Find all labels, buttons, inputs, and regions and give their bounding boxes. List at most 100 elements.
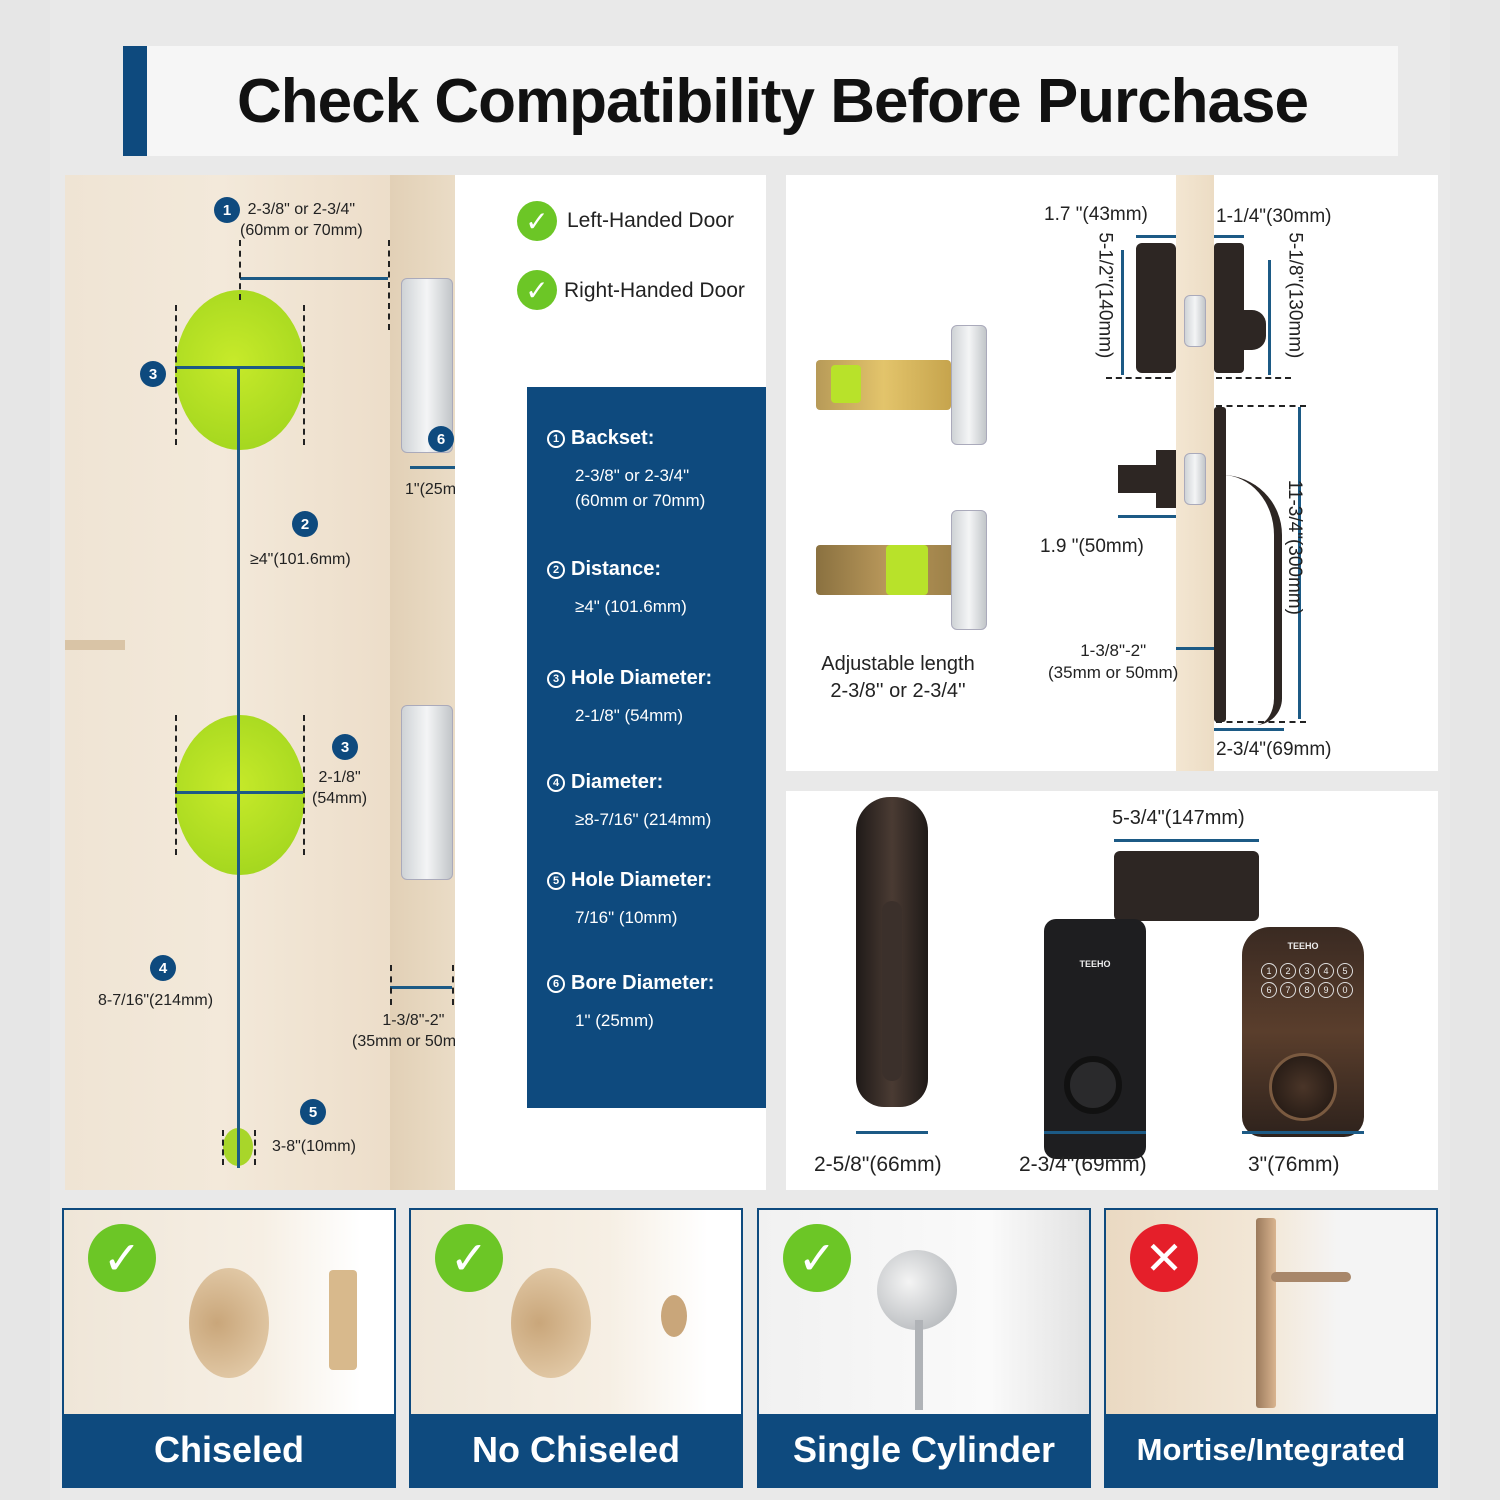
spec-number: 4 — [547, 773, 565, 792]
latch-faceplate — [1184, 453, 1206, 505]
bolt-faceplate — [1184, 295, 1206, 347]
distance-dim-label: ≥4"(101.6mm) — [250, 551, 351, 568]
depth-exterior-label: 1-1/4"(30mm) — [1216, 206, 1332, 227]
dim-line — [1176, 647, 1214, 650]
keypad-key: 2 — [1280, 963, 1296, 979]
marker-1: 1 — [214, 197, 240, 223]
marker-2: 2 — [292, 511, 318, 537]
keypad-key: 4 — [1318, 963, 1334, 979]
right-handed-label: Right-Handed Door — [564, 279, 745, 302]
edge-dim-label: 1-3/8"-2"(35mm or 50mm) — [352, 1012, 475, 1050]
dim-line — [1121, 250, 1124, 375]
spec-value-2: (60mm or 70mm) — [575, 490, 706, 510]
spec-value: ≥8-7/16" (214mm) — [575, 810, 712, 829]
white-gap-panel — [527, 1108, 766, 1190]
spec-label: Diameter: — [571, 771, 664, 793]
latch-adjust-highlight — [886, 545, 928, 595]
spec-label: Backset: — [571, 427, 655, 449]
interior-rose — [1156, 450, 1176, 508]
dash-guide — [1216, 377, 1291, 379]
latch-adjust-highlight — [831, 365, 861, 403]
dash-guide — [1216, 721, 1306, 723]
door-diagram — [65, 175, 455, 1190]
lever-depth-label: 1.9 "(50mm) — [1040, 536, 1144, 557]
title-accent — [123, 46, 147, 156]
spec-value: 7/16" (10mm) — [575, 908, 678, 927]
dim-line — [1214, 235, 1244, 238]
keypad-key: 9 — [1318, 982, 1334, 998]
dash-guide — [452, 965, 454, 1005]
dash-guide — [1216, 405, 1306, 407]
handleset-height-label: 11-3/4"(300mm) — [1283, 479, 1305, 615]
tile-photo — [411, 1210, 741, 1416]
title-bar — [123, 46, 1398, 156]
spec-number: 2 — [547, 560, 565, 579]
spec-value: 1" (25mm) — [575, 1011, 654, 1030]
marker-4: 4 — [150, 955, 176, 981]
spec-label: Hole Diameter: — [571, 667, 713, 689]
exterior-grip — [1222, 475, 1282, 725]
chiseled-edge — [329, 1270, 357, 1370]
lower-hole-dimension-line — [175, 791, 303, 794]
dash-guide — [303, 305, 305, 445]
door-thickness-label: 1-3/8"-2"(35mm or 50mm) — [1048, 641, 1179, 683]
upper-hole-dimension-line — [175, 366, 303, 369]
keypad-key: 8 — [1299, 982, 1315, 998]
dash-guide — [303, 715, 305, 855]
dash-guide — [175, 305, 177, 445]
dash-guide — [1106, 377, 1171, 379]
dim-line — [1214, 728, 1284, 731]
check-icon: ✓ — [783, 1224, 851, 1292]
left-handed-label: Left-Handed Door — [567, 209, 734, 232]
latch-faceplate — [951, 510, 987, 630]
bore-dimension-line — [410, 466, 472, 469]
spec-value: 2-1/8" (54mm) — [575, 706, 684, 725]
dim-line — [1242, 1131, 1364, 1134]
brand-logo: TEEHO — [1287, 941, 1319, 951]
thumb-turn — [1064, 1056, 1122, 1114]
keypad-lock-width-label: 3"(76mm) — [1248, 1153, 1340, 1176]
keypad-key: 0 — [1337, 982, 1353, 998]
dim-line — [1044, 1131, 1146, 1134]
hole-dim-label: 2-1/8"(54mm) — [312, 769, 368, 807]
spec-item: 6 Bore Diameter: 1" (25mm) — [547, 972, 766, 1034]
lower-bore-hole — [175, 715, 305, 875]
diameter-dim-label: 8-7/16"(214mm) — [98, 992, 214, 1009]
tile-label: Chiseled — [64, 1414, 394, 1486]
spec-item: 4 Diameter: ≥8-7/16" (214mm) — [547, 771, 766, 869]
spec-number: 5 — [547, 871, 565, 890]
spec-label: Bore Diameter: — [571, 972, 715, 994]
spec-label: Distance: — [571, 558, 662, 580]
marker-3-lower: 3 — [332, 734, 358, 760]
cross-icon: ✕ — [1130, 1224, 1198, 1292]
upper-latch-plate — [401, 278, 453, 453]
tile-label: No Chiseled — [411, 1414, 741, 1486]
tile-single-cylinder: ✓ Single Cylinder — [757, 1208, 1091, 1488]
keypad-key: 1 — [1261, 963, 1277, 979]
handedness-panel — [455, 175, 766, 387]
marker-5: 5 — [300, 1099, 326, 1125]
spec-label: Hole Diameter: — [571, 869, 713, 891]
check-icon: ✓ — [517, 270, 557, 310]
depth-interior-label: 1.7 "(43mm) — [1044, 204, 1148, 225]
dim-line — [1298, 407, 1301, 719]
tile-label: Mortise/Integrated — [1106, 1414, 1436, 1486]
dim-line — [1268, 260, 1271, 375]
deadbolt-knob — [877, 1250, 957, 1330]
height-exterior-label: 5-1/8"(130mm) — [1284, 232, 1306, 359]
smart-lock-front — [1044, 919, 1146, 1159]
spec-number: 6 — [547, 974, 565, 993]
dash-guide — [388, 240, 390, 330]
handle-depth-label: 2-3/4"(69mm) — [1216, 739, 1332, 760]
keypad-cylinder — [1269, 1053, 1337, 1121]
tile-label: Single Cylinder — [759, 1414, 1089, 1486]
edge-dimension-line — [390, 986, 452, 989]
handleset-width-label: 2-5/8"(66mm) — [814, 1153, 942, 1176]
key — [915, 1320, 923, 1410]
dash-guide — [239, 240, 241, 300]
dash-guide — [254, 1130, 256, 1165]
